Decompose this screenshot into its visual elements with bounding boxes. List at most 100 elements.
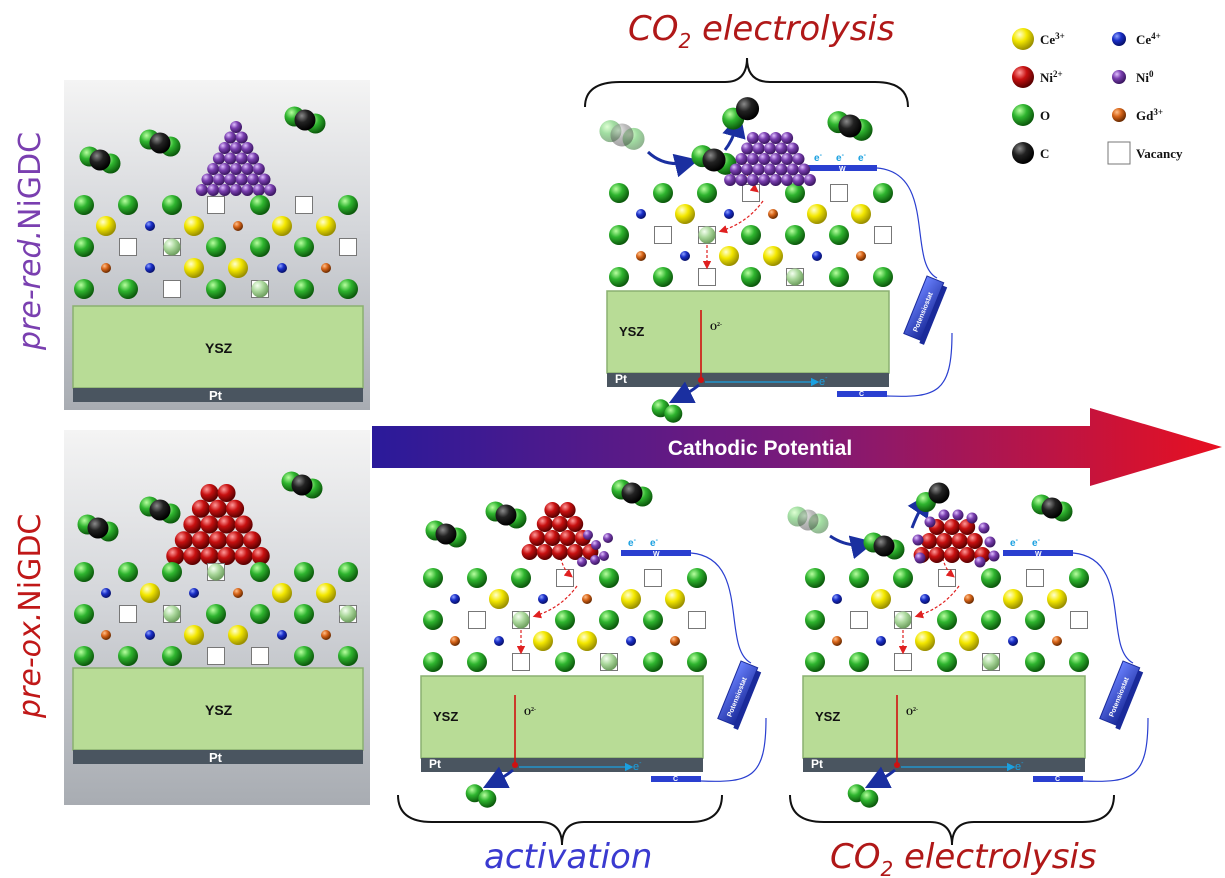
oxygen-atom xyxy=(162,562,182,582)
oxygen-atom xyxy=(555,610,575,630)
ni2-atom xyxy=(200,515,219,534)
ysz-label: YSZ xyxy=(815,709,840,724)
oxygen-atom xyxy=(74,562,94,582)
electron-label: e- xyxy=(836,152,845,164)
oxygen-atom xyxy=(805,568,825,588)
ysz-label: YSZ xyxy=(205,702,233,718)
ni0-atom xyxy=(241,163,254,175)
legend-label: Vacancy xyxy=(1136,146,1183,161)
oxygen-atom xyxy=(423,568,443,588)
ysz-label: YSZ xyxy=(619,324,644,339)
carbon-atom xyxy=(495,504,517,526)
ce4-atom xyxy=(812,251,822,261)
ni0-atom xyxy=(207,184,220,196)
legend-swatch xyxy=(1012,28,1034,50)
oxygen-migrating-atom xyxy=(163,605,181,623)
co2-molecule xyxy=(79,146,121,174)
electrolyte-stack xyxy=(72,667,364,764)
electron-label: e- xyxy=(1015,760,1024,773)
ni0-atom xyxy=(781,132,794,144)
legend-item: Ni2+ xyxy=(1012,66,1063,88)
ni2-atom xyxy=(217,547,236,565)
ce3-atom xyxy=(184,216,204,236)
gd-atom xyxy=(670,636,680,646)
title-top: CO2 electrolysis xyxy=(628,9,895,53)
ni0-atom xyxy=(741,163,754,176)
legend-label: Ce3+ xyxy=(1040,31,1065,47)
ni0-cluster xyxy=(724,132,816,186)
ni0-atom xyxy=(938,509,950,521)
potentiostat-body xyxy=(717,660,759,726)
pt-label: Pt xyxy=(429,757,441,771)
oxygen-atom xyxy=(609,267,629,287)
counter-label: C xyxy=(673,776,678,783)
gd-atom xyxy=(321,630,331,640)
ce4-atom xyxy=(876,636,886,646)
ce4-atom xyxy=(145,263,155,273)
oxygen-atom xyxy=(873,267,893,287)
ni0-atom xyxy=(775,163,788,176)
transport-dot xyxy=(698,377,704,383)
electron-label: e- xyxy=(819,375,828,388)
oxygen-atom xyxy=(250,604,270,624)
gd-atom xyxy=(856,251,866,261)
o2-molecule xyxy=(651,399,683,423)
pt-layer xyxy=(73,388,363,402)
oxygen-atom xyxy=(338,562,358,582)
co2-molecule xyxy=(139,129,181,157)
co2-molecule xyxy=(691,145,737,175)
ni2-atom xyxy=(200,484,219,502)
co2-approach-arrow xyxy=(646,150,699,178)
vacancy xyxy=(207,196,225,214)
pt-label: Pt xyxy=(811,757,823,771)
ce3-atom xyxy=(228,625,248,645)
ce4-atom xyxy=(145,221,155,231)
ni0-atom xyxy=(247,173,260,186)
title-bottom-right: CO2 electrolysis xyxy=(830,837,1097,878)
ni0-atom xyxy=(724,174,737,186)
ni0-atom xyxy=(252,184,265,196)
oxygen-atom xyxy=(294,279,314,299)
ce4-atom xyxy=(189,588,199,598)
oxygen-atom xyxy=(206,279,226,299)
electron-label: e- xyxy=(1032,537,1041,549)
oxygen-atom xyxy=(74,195,94,215)
ce3-atom xyxy=(228,258,248,278)
ni0-atom xyxy=(599,551,609,561)
oxygen-migrating-atom xyxy=(339,605,357,623)
ni2-atom xyxy=(521,544,538,560)
ni0-atom xyxy=(792,153,805,165)
ce3-atom xyxy=(915,631,935,651)
ce4-atom xyxy=(450,594,460,604)
ce3-atom xyxy=(665,589,685,609)
oxygen-atom xyxy=(664,404,683,423)
ni2-cluster xyxy=(913,519,991,563)
ni2-atom xyxy=(944,519,960,535)
oxygen-migration-arrow xyxy=(914,585,960,619)
legend-item: Ce3+ xyxy=(1012,28,1065,50)
potentiostat-body xyxy=(903,275,945,341)
legend-swatch xyxy=(1012,142,1034,164)
wire xyxy=(700,717,767,782)
vacancy xyxy=(654,226,672,244)
oxygen-atom xyxy=(653,183,673,203)
oxygen-atom xyxy=(118,562,138,582)
oxygen-atom xyxy=(511,568,531,588)
legend-item: Vacancy xyxy=(1107,141,1183,165)
pt-layer xyxy=(73,750,363,764)
ni0-atom xyxy=(235,152,248,165)
vacancy xyxy=(938,569,956,587)
legend-item: Ni0 xyxy=(1112,69,1154,85)
ni0-atom xyxy=(769,132,782,144)
ni0-atom xyxy=(746,132,759,144)
oxygen-atom xyxy=(687,568,707,588)
vacancy xyxy=(251,647,269,665)
co2-molecule xyxy=(77,514,119,542)
oxygen-atom xyxy=(206,237,226,257)
vacancy xyxy=(830,184,848,202)
legend-item: C xyxy=(1012,142,1049,164)
oxygen-atom xyxy=(849,568,869,588)
